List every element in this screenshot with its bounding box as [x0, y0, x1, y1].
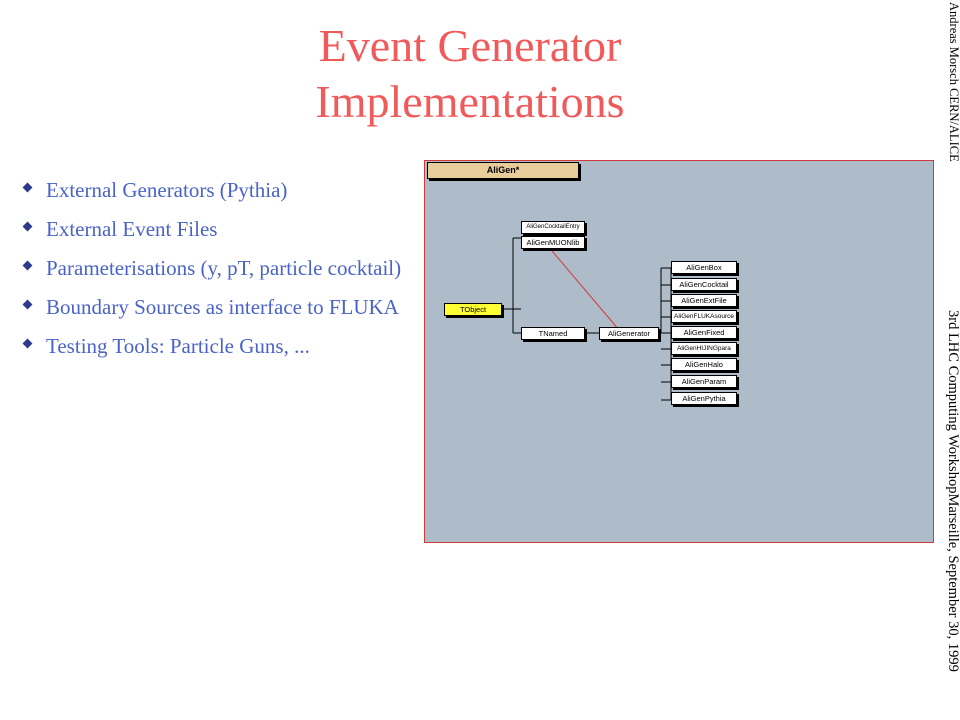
node-aligenhalo[interactable]: AliGenHalo: [671, 358, 737, 371]
class-hierarchy-diagram: AliGen* TObject AliGenCocktailEntry AliG…: [424, 160, 934, 543]
node-tnamed[interactable]: TNamed: [521, 327, 585, 340]
slide-title: Event Generator Implementations: [180, 18, 760, 130]
diamond-bullet-icon: [22, 182, 33, 193]
node-aligenpythia[interactable]: AliGenPythia: [671, 392, 737, 405]
bullet-item: External Event Files: [22, 215, 414, 243]
event-footer: 3rd LHC Computing WorkshopMarseille, Sep…: [945, 310, 960, 672]
subclass-ticks: [661, 267, 671, 401]
bullet-item: Parameterisations (y, pT, particle cockt…: [22, 254, 414, 282]
bullet-list: External Generators (Pythia) External Ev…: [22, 176, 414, 371]
node-aligenbox[interactable]: AliGenBox: [671, 261, 737, 274]
bullet-text: External Event Files: [46, 217, 218, 241]
bullet-item: Testing Tools: Particle Guns, ...: [22, 332, 414, 360]
bullet-text: Boundary Sources as interface to FLUKA: [46, 295, 399, 319]
diamond-bullet-icon: [22, 221, 33, 232]
node-aligencocktail[interactable]: AliGenCocktail: [671, 278, 737, 291]
title-line-1: Event Generator: [318, 20, 622, 71]
diamond-bullet-icon: [22, 299, 33, 310]
bullet-text: Parameterisations (y, pT, particle cockt…: [46, 256, 402, 280]
connector-lines: [501, 237, 672, 401]
author-footer: Andreas Morsch CERN/ALICE: [947, 2, 960, 162]
node-aligenextfile[interactable]: AliGenExtFile: [671, 294, 737, 307]
tree-connectors: [501, 237, 672, 400]
node-aligenerator[interactable]: AliGenerator: [599, 327, 659, 340]
node-aligenhijingpara[interactable]: AliGenHIJINGpara: [671, 342, 737, 355]
node-aligenfixed[interactable]: AliGenFixed: [671, 326, 737, 339]
bullet-text: External Generators (Pythia): [46, 178, 288, 202]
usage-link-line: [546, 244, 626, 338]
bullet-text: Testing Tools: Particle Guns, ...: [46, 334, 310, 358]
bullet-item: Boundary Sources as interface to FLUKA: [22, 293, 414, 321]
node-aligenmuonlib[interactable]: AliGenMUONlib: [521, 236, 585, 249]
diamond-bullet-icon: [22, 338, 33, 349]
node-aligenflukasource[interactable]: AliGenFLUKAsource: [671, 310, 737, 323]
diamond-bullet-icon: [22, 260, 33, 271]
diagram-tab[interactable]: AliGen*: [427, 162, 579, 179]
title-line-2: Implementations: [315, 76, 625, 127]
bullet-item: External Generators (Pythia): [22, 176, 414, 204]
node-tobject[interactable]: TObject: [444, 303, 502, 316]
node-aligenparam[interactable]: AliGenParam: [671, 375, 737, 388]
node-aligencocktailentry[interactable]: AliGenCocktailEntry: [521, 221, 585, 234]
